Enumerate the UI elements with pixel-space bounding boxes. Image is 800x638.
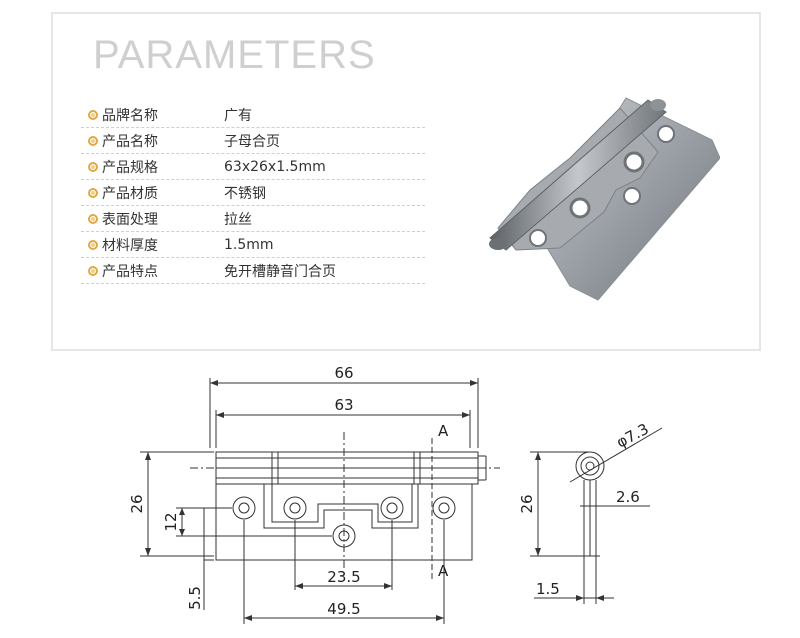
param-name: 产品材质: [102, 185, 158, 202]
dim-49-5: 49.5: [327, 600, 360, 618]
param-name: 产品特点: [102, 263, 158, 280]
param-value: 广有: [224, 107, 252, 124]
parameters-title: PARAMETERS: [93, 33, 376, 77]
dim-12: 12: [162, 512, 180, 531]
dim-26-front: 26: [128, 494, 146, 513]
parameters-table: 品牌名称 广有 产品名称 子母合页 产品规格 63x26x1.5mm 产品材质 …: [81, 102, 425, 284]
bullet-icon: [88, 161, 98, 172]
section-mark-bottom: A: [438, 562, 449, 580]
dim-66: 66: [334, 364, 353, 382]
param-name: 材料厚度: [102, 237, 158, 254]
dim-26-side: 26: [518, 494, 536, 513]
param-name: 品牌名称: [102, 107, 158, 124]
param-row-brand: 品牌名称 广有: [81, 102, 425, 128]
dim-63: 63: [334, 396, 353, 414]
bullet-icon: [88, 109, 98, 120]
param-value: 1.5mm: [224, 236, 274, 253]
param-value: 不锈钢: [224, 185, 266, 202]
param-row-thickness: 材料厚度 1.5mm: [81, 232, 425, 258]
param-row-spec: 产品规格 63x26x1.5mm: [81, 154, 425, 180]
param-value: 子母合页: [224, 133, 280, 150]
bullet-icon: [88, 135, 98, 146]
bullet-icon: [88, 187, 98, 198]
param-row-surface: 表面处理 拉丝: [81, 206, 425, 232]
section-mark-top: A: [438, 422, 449, 440]
param-name: 产品名称: [102, 133, 158, 150]
dim-diameter: φ7.3: [613, 420, 651, 452]
dim-5-5: 5.5: [186, 586, 204, 610]
dim-1-5: 1.5: [536, 580, 560, 598]
param-row-feature: 产品特点 免开槽静音门合页: [81, 258, 425, 284]
bullet-icon: [88, 239, 98, 250]
bullet-icon: [88, 213, 98, 224]
dim-23-5: 23.5: [327, 568, 360, 586]
bullet-icon: [88, 265, 98, 276]
param-row-material: 产品材质 不锈钢: [81, 180, 425, 206]
dim-2-6: 2.6: [616, 488, 640, 506]
param-name: 表面处理: [102, 211, 158, 228]
technical-drawing: 66 63 26 12 5.5 23.5 49.5 A A 26 φ7.3 2.…: [128, 364, 663, 624]
hinge-photo: [489, 97, 720, 301]
param-name: 产品规格: [102, 159, 158, 176]
param-row-product: 产品名称 子母合页: [81, 128, 425, 154]
param-value: 拉丝: [224, 211, 252, 228]
param-value: 63x26x1.5mm: [224, 158, 326, 175]
param-value: 免开槽静音门合页: [224, 263, 336, 280]
